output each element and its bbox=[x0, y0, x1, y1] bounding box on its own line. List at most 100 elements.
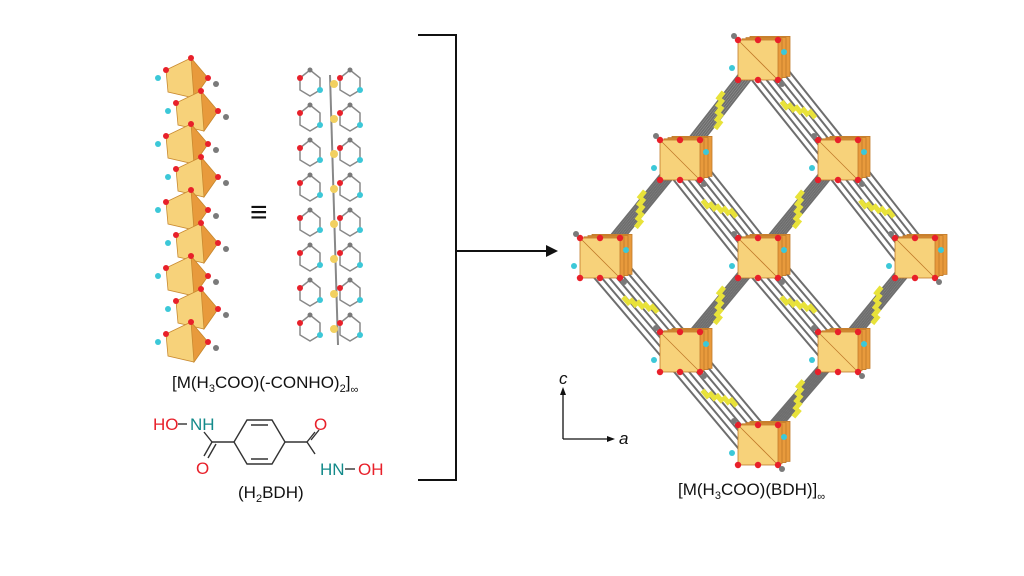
benzene-ring bbox=[713, 307, 724, 318]
benzene-ring bbox=[728, 207, 739, 219]
oxygen-atom bbox=[596, 234, 604, 242]
oxygen-atom bbox=[205, 141, 211, 147]
metal-atom bbox=[330, 80, 338, 88]
benzene-ring bbox=[885, 207, 896, 219]
oxygen-atom bbox=[297, 110, 303, 116]
carbon-atom bbox=[213, 81, 219, 87]
oxygen-atom bbox=[163, 265, 169, 271]
carbon-atom bbox=[307, 172, 313, 178]
nitrogen-atom bbox=[729, 263, 735, 269]
oxygen-atom bbox=[205, 339, 211, 345]
carbon-atom bbox=[731, 231, 737, 237]
oxygen-atom bbox=[297, 285, 303, 291]
nitrogen-atom bbox=[317, 297, 323, 303]
oxygen-atom bbox=[188, 187, 194, 193]
oxygen-atom bbox=[676, 136, 684, 144]
chelate-ring bbox=[299, 69, 321, 97]
oxygen-atom bbox=[297, 145, 303, 151]
benzene-ring bbox=[878, 205, 889, 217]
nitrogen-atom bbox=[165, 108, 171, 114]
oxygen-atom bbox=[656, 136, 664, 144]
oxygen-atom bbox=[834, 328, 842, 336]
carbon-atom bbox=[653, 325, 659, 331]
polyhedron-edge bbox=[817, 331, 859, 373]
nitrogen-atom bbox=[357, 227, 363, 233]
oxygen-atom bbox=[754, 36, 762, 44]
oxygen-atom bbox=[814, 368, 822, 376]
oxygen-atom bbox=[173, 298, 179, 304]
benzene-ring bbox=[635, 203, 646, 215]
carbon-atom bbox=[223, 114, 229, 120]
oxygen-atom bbox=[297, 215, 303, 221]
benzene-ring bbox=[707, 390, 718, 402]
linker-strand bbox=[827, 165, 906, 265]
linker-strand bbox=[589, 263, 671, 359]
nitrogen-atom bbox=[357, 192, 363, 198]
carbon-atom bbox=[779, 81, 785, 87]
metal-atom bbox=[330, 255, 338, 263]
oxygen-atom bbox=[734, 421, 742, 429]
linker-strand bbox=[822, 168, 901, 268]
nitrogen-atom bbox=[317, 157, 323, 163]
nitrogen-atom bbox=[357, 332, 363, 338]
oxygen-atom bbox=[754, 274, 762, 282]
benzene-ring bbox=[628, 297, 639, 309]
oxygen-atom bbox=[696, 368, 704, 376]
polyhedron-edge bbox=[659, 139, 701, 181]
oxygen-atom bbox=[891, 234, 899, 242]
nitrogen-atom bbox=[317, 262, 323, 268]
benzene-ring bbox=[714, 97, 725, 109]
oxygen-atom bbox=[188, 319, 194, 325]
nitrogen-atom bbox=[781, 49, 787, 55]
nitrogen-atom bbox=[938, 247, 944, 253]
benzene-ring bbox=[635, 299, 646, 311]
oxygen-atom bbox=[696, 136, 704, 144]
carbon-atom bbox=[731, 418, 737, 424]
benzene-ring bbox=[807, 303, 818, 315]
carbon-atom bbox=[779, 466, 785, 472]
benzene-ring bbox=[634, 211, 645, 222]
benzene-ring bbox=[871, 307, 882, 318]
oxygen-atom bbox=[297, 75, 303, 81]
carbon-atom bbox=[701, 373, 707, 379]
axis-c-label: c bbox=[559, 369, 568, 388]
nitrogen-atom bbox=[165, 174, 171, 180]
bracket bbox=[418, 34, 457, 481]
chelate-ring bbox=[339, 314, 361, 342]
oxygen-atom bbox=[854, 176, 862, 184]
oxygen-atom bbox=[754, 76, 762, 84]
carbon-atom bbox=[213, 213, 219, 219]
benzene-ring bbox=[793, 393, 804, 405]
oxygen-atom bbox=[931, 274, 939, 282]
axis-indicator bbox=[562, 392, 610, 440]
chelate-ring bbox=[299, 279, 321, 307]
carbon-atom bbox=[347, 67, 353, 73]
oxygen-atom bbox=[188, 253, 194, 259]
oxygen-atom bbox=[616, 234, 624, 242]
benzene-ring bbox=[873, 285, 884, 297]
benzene-ring bbox=[870, 314, 881, 326]
oxygen-atom bbox=[931, 234, 939, 242]
ball-and-stick-chain bbox=[297, 67, 363, 346]
linker-strand bbox=[669, 165, 749, 265]
carbon-atom bbox=[888, 231, 894, 237]
carbon-atom bbox=[347, 137, 353, 143]
oxygen-atom bbox=[297, 320, 303, 326]
metal-atom bbox=[330, 220, 338, 228]
oxygen-atom bbox=[337, 250, 343, 256]
carbon-atom bbox=[307, 312, 313, 318]
carbon-atom bbox=[223, 246, 229, 252]
polyhedron-edge bbox=[579, 237, 621, 279]
oxygen-atom bbox=[215, 240, 221, 246]
nitrogen-atom bbox=[357, 157, 363, 163]
nitrogen-atom bbox=[623, 247, 629, 253]
polyhedron-edge bbox=[659, 331, 701, 373]
benzene-ring bbox=[636, 189, 647, 201]
benzene-ring bbox=[779, 99, 790, 111]
benzene-ring bbox=[779, 295, 790, 307]
benzene-ring bbox=[715, 285, 727, 297]
polyhedron-face bbox=[200, 221, 219, 265]
carbon-atom bbox=[347, 102, 353, 108]
oxygen-atom bbox=[576, 234, 584, 242]
